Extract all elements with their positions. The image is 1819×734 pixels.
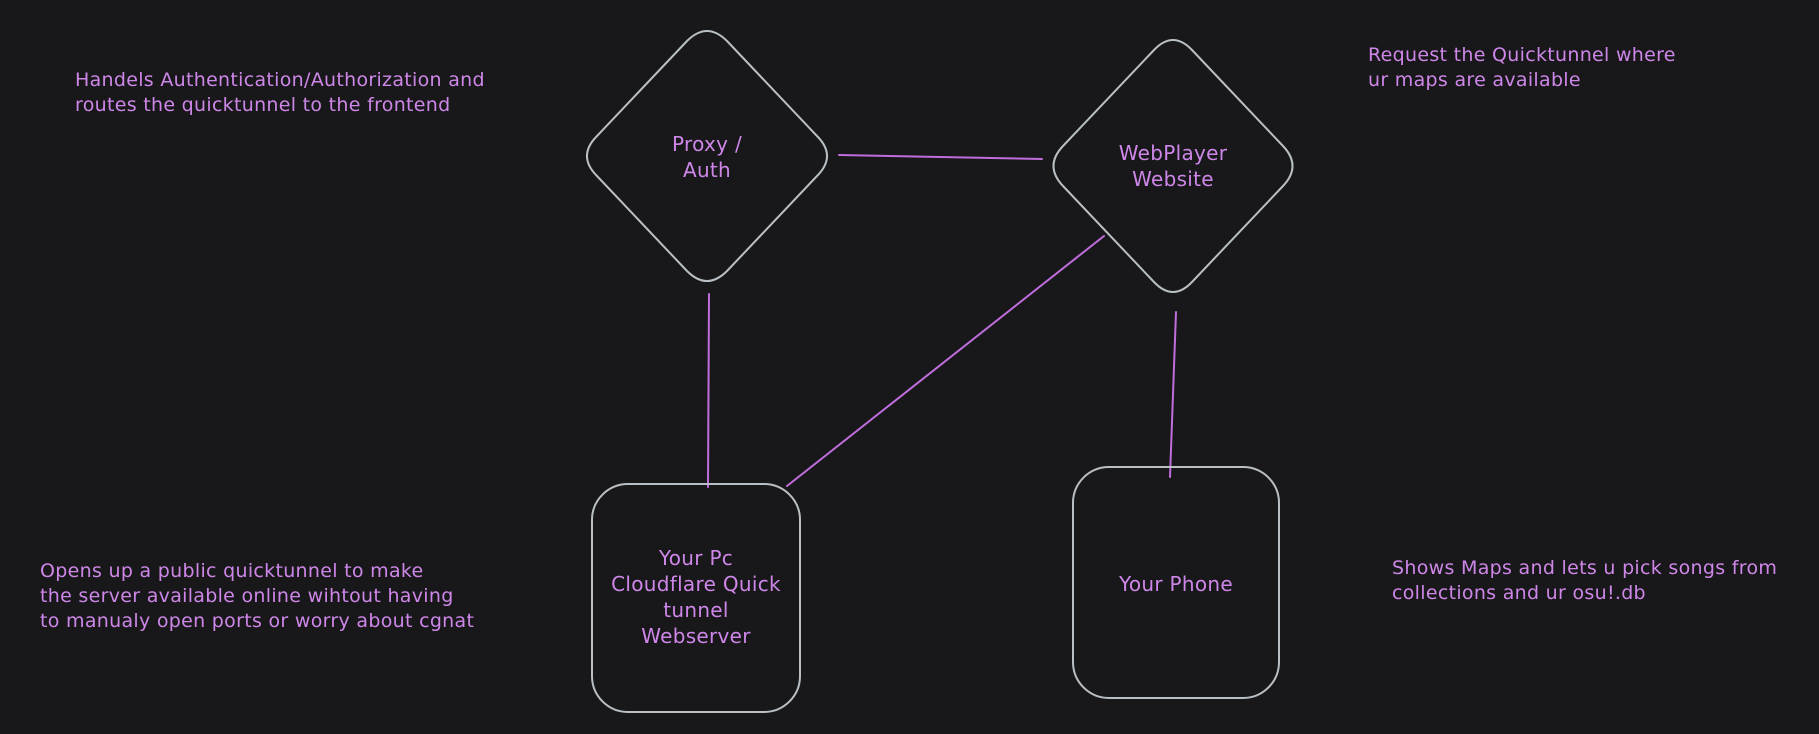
- edge-proxy-auth-to-your-pc: [707, 293, 710, 488]
- your-phone-label: Your Phone: [1118, 572, 1234, 596]
- your-pc-rectangle: [591, 483, 801, 713]
- your-phone-rectangle: [1072, 466, 1280, 699]
- your-pc-note: Opens up a public quicktunnel to make th…: [40, 560, 475, 632]
- proxy-auth-diamond: [586, 30, 828, 282]
- your-pc-label: Your Pc Cloudflare Quick tunnel Webserve…: [611, 546, 781, 648]
- proxy-auth-label: Proxy / Auth: [672, 132, 742, 182]
- edge-webplayer-to-your-pc: [786, 235, 1105, 487]
- your-phone-note: Shows Maps and lets u pick songs from co…: [1392, 557, 1778, 604]
- webplayer-note: Request the Quicktunnel where ur maps ar…: [1368, 44, 1676, 91]
- edge-webplayer-to-your-phone: [1169, 311, 1177, 478]
- edge-proxy-auth-to-webplayer: [838, 154, 1043, 160]
- webplayer-label: WebPlayer Website: [1118, 141, 1228, 191]
- proxy-auth-note: Handels Authentication/Authorization and…: [75, 69, 485, 116]
- webplayer-diamond: [1052, 39, 1294, 293]
